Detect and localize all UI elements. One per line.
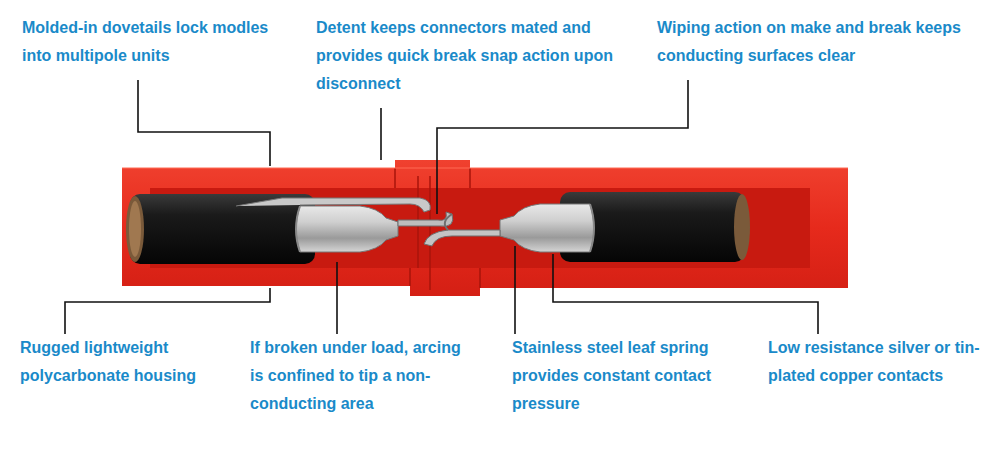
leader-line xyxy=(437,80,688,214)
callout-label: Rugged lightweight polycarbonate housing xyxy=(20,334,220,390)
crimp-barrel-left xyxy=(296,206,398,252)
leaf-spring-left xyxy=(236,198,430,212)
leader-line xyxy=(514,246,516,334)
crimp-barrel-right xyxy=(500,204,594,252)
callout-label: Detent keeps connectors mated and provid… xyxy=(316,14,636,98)
contact-tip-right xyxy=(424,230,500,246)
cable-strands-right xyxy=(734,194,750,260)
housing-left xyxy=(122,160,430,296)
leader-line xyxy=(65,288,270,334)
callout-label: If broken under load, arcing is confined… xyxy=(250,334,465,418)
cable-strands-left-core xyxy=(129,201,141,257)
callout-label: Low resistance silver or tin-plated copp… xyxy=(768,334,996,390)
leader-line xyxy=(380,108,382,160)
callout-label: Molded-in dovetails lock modles into mul… xyxy=(22,14,272,70)
cable-strands-left xyxy=(126,196,144,262)
leader-line xyxy=(553,254,818,334)
callout-label: Wiping action on make and break keeps co… xyxy=(657,14,977,70)
contact-hook xyxy=(445,214,452,230)
leader-line xyxy=(138,80,270,166)
leader-lines xyxy=(65,80,818,334)
crimp-edge-right xyxy=(590,204,594,252)
housing-highlight xyxy=(122,168,848,169)
leader-line xyxy=(336,262,338,334)
callout-label: Stainless steel leaf spring provides con… xyxy=(512,334,752,418)
crimp-edge-left xyxy=(296,206,300,252)
